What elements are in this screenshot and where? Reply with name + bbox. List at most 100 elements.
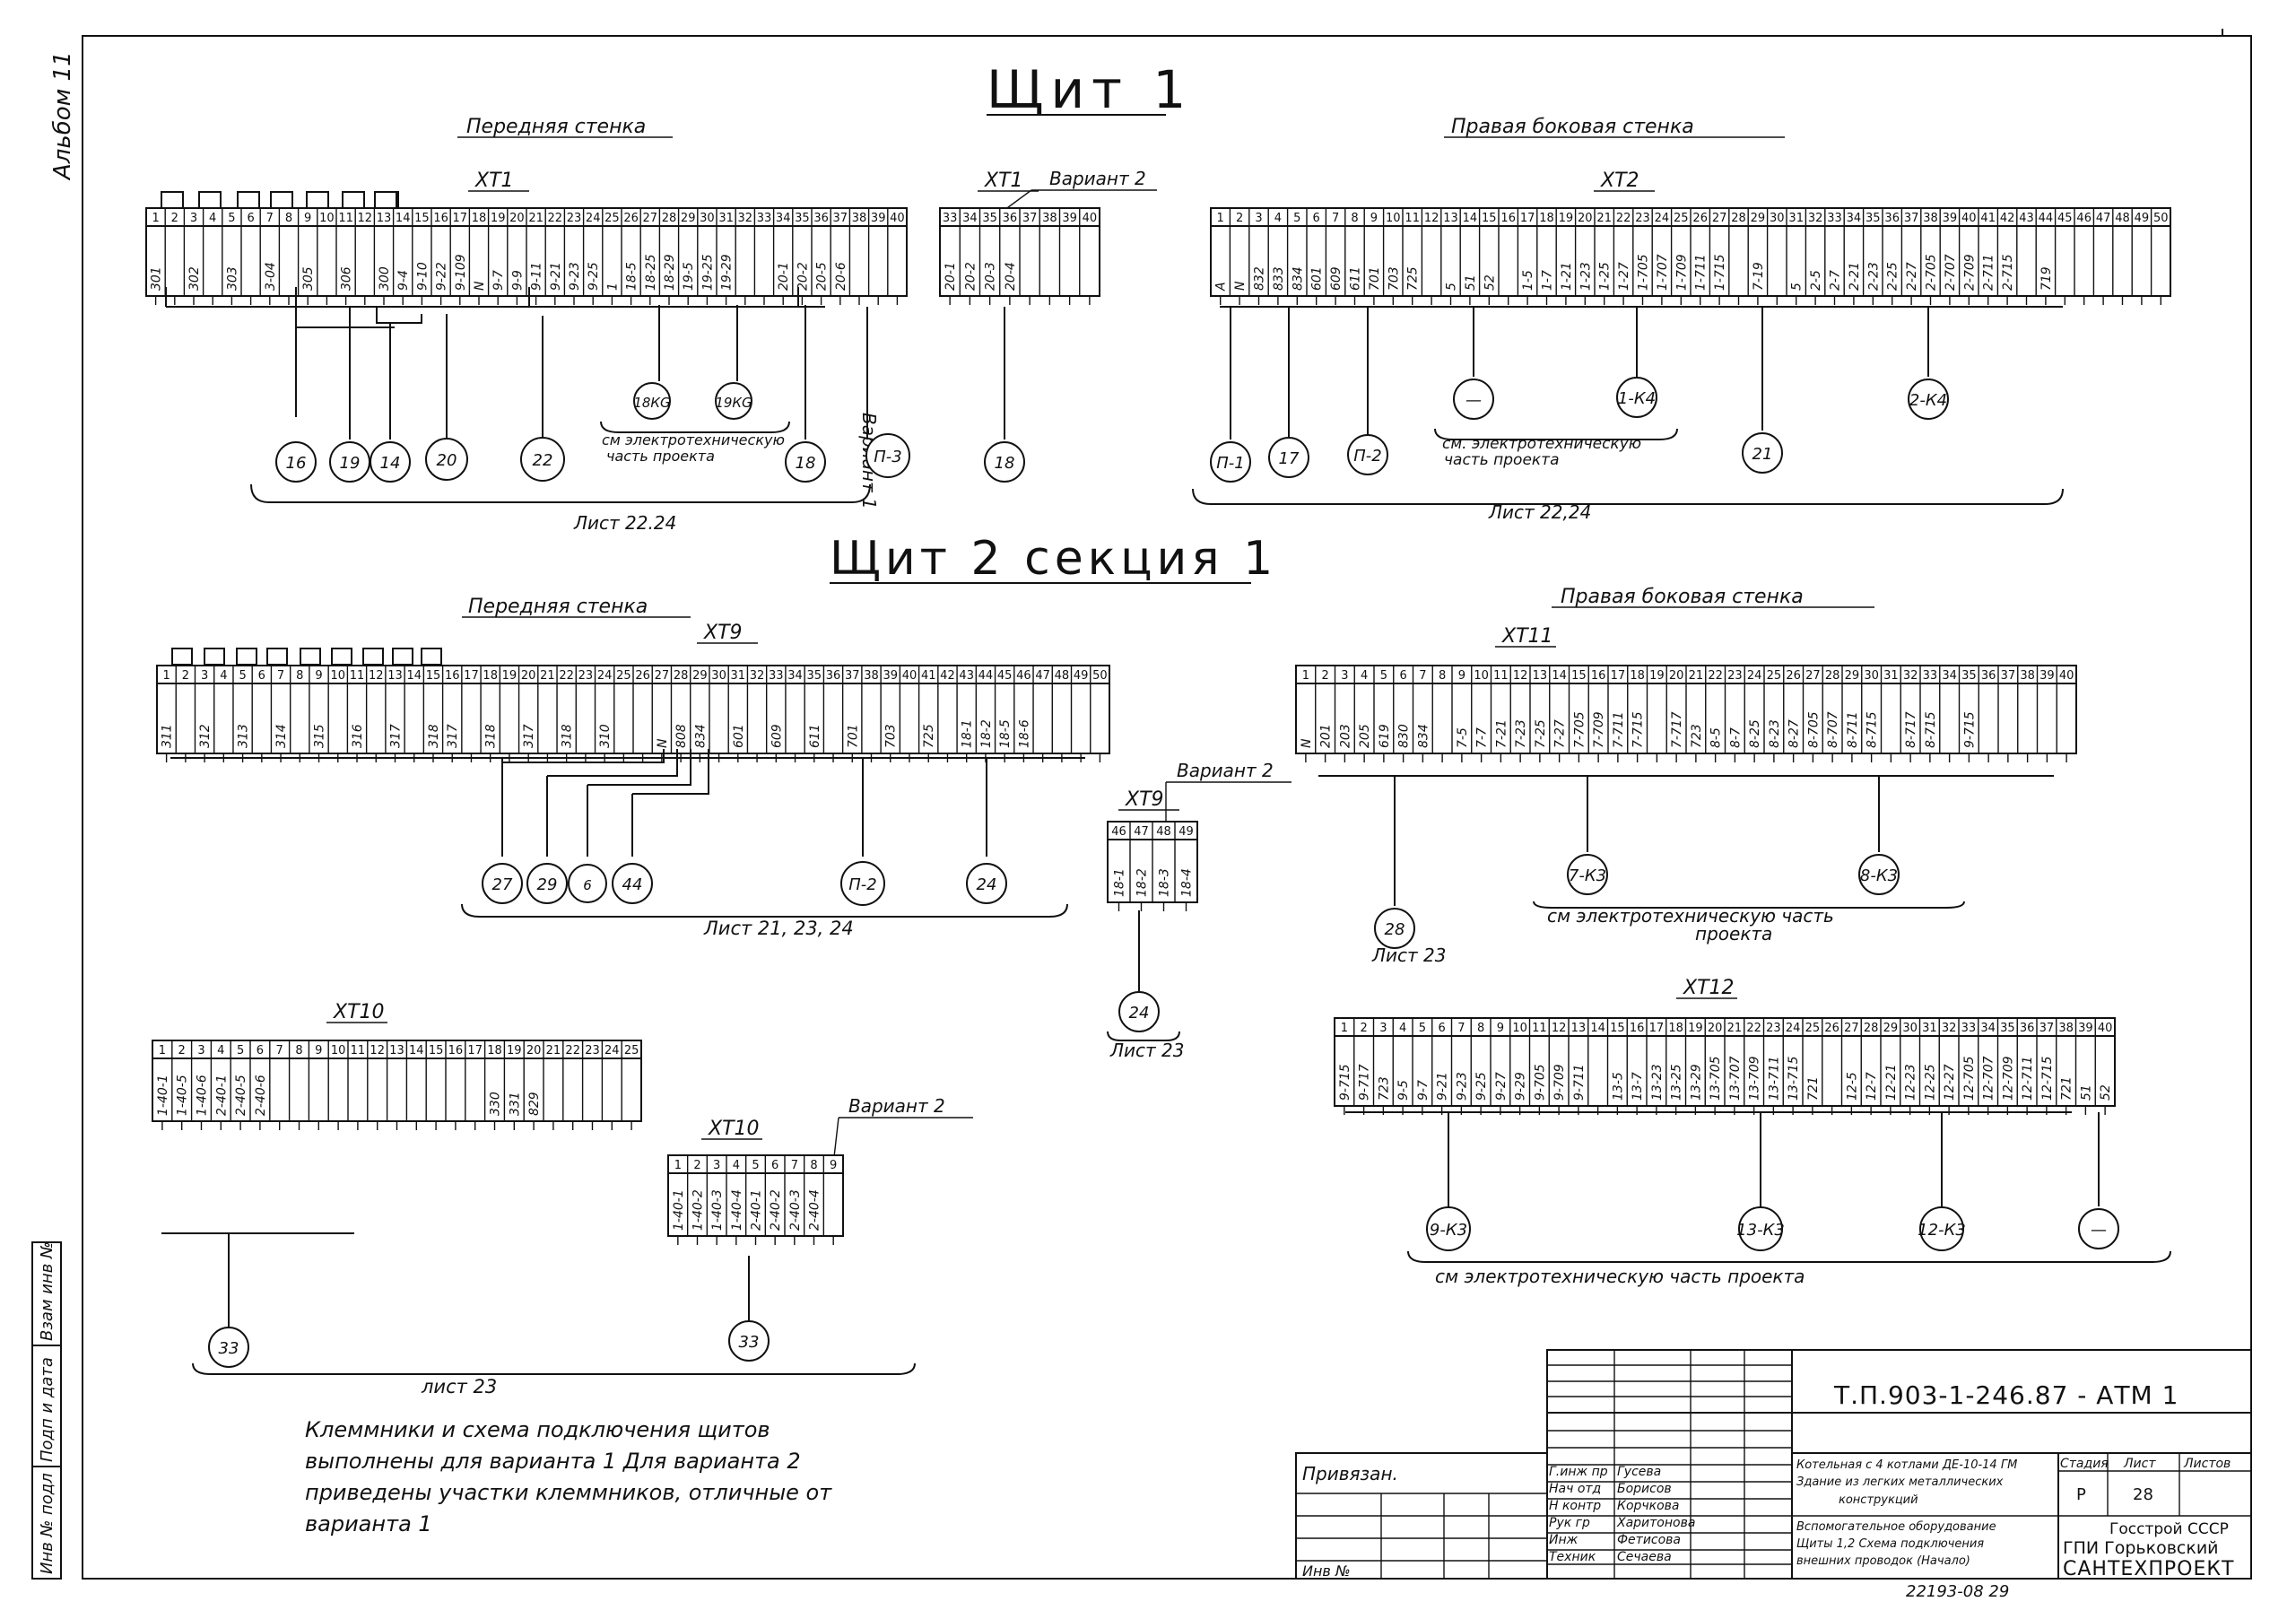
cable-label: 7-К3 xyxy=(1569,866,1606,885)
terminal-number: 44 xyxy=(978,669,994,683)
stamp-sheet-h: Лист xyxy=(2123,1457,2156,1471)
wire-label: 317 xyxy=(522,724,536,748)
wire-label: 18-6 xyxy=(1017,719,1031,748)
terminal-number: 17 xyxy=(1611,669,1626,683)
terminal-number: 36 xyxy=(1003,212,1018,225)
terminal-number: 36 xyxy=(826,669,841,683)
cable-marker-c8K3: 8-К3 xyxy=(1858,854,1900,895)
note-elec-short-1: см электротехническую xyxy=(602,431,785,448)
terminal-number: 27 xyxy=(643,212,658,225)
stamp-sheets-h: Листов xyxy=(2183,1457,2231,1471)
cable-marker-c1K4: 1-К4 xyxy=(1616,377,1657,418)
terminal-number: 4 xyxy=(1361,669,1368,683)
cable-label: 8-К3 xyxy=(1860,866,1898,885)
terminal-number: 21 xyxy=(546,1044,561,1058)
wire-label: 1-40-1 xyxy=(156,1075,170,1116)
terminal-number: 6 xyxy=(1313,212,1320,225)
terminal-number: 21 xyxy=(540,669,555,683)
wire-label: 1-40-3 xyxy=(710,1189,725,1231)
wire-label: 19-5 xyxy=(682,262,696,291)
terminal-number: 7 xyxy=(266,212,274,225)
terminal-number: 2 xyxy=(1360,1022,1367,1035)
terminal-number: 23 xyxy=(1766,1022,1781,1035)
wire-label: 7-711 xyxy=(1612,711,1626,748)
wire-label: 601 xyxy=(1310,266,1325,291)
wire-label: 611 xyxy=(808,724,822,748)
terminal-number: 24 xyxy=(604,1044,620,1058)
cable-label: — xyxy=(2091,1221,2107,1240)
terminal-number: 17 xyxy=(453,212,468,225)
terminal-number: 3 xyxy=(197,1044,204,1058)
wire-label: 203 xyxy=(1338,724,1352,748)
wire-label: 13-5 xyxy=(1611,1072,1625,1101)
wire-label: 1-711 xyxy=(1694,254,1709,291)
mounting-tab xyxy=(266,648,288,666)
cable-marker-c24b: 24 xyxy=(1118,991,1160,1032)
wire-label: 9-23 xyxy=(1455,1072,1469,1101)
wire-label: 609 xyxy=(1329,266,1344,291)
mounting-tab xyxy=(331,648,352,666)
terminal-number: 6 xyxy=(1438,1022,1445,1035)
terminal-number: 35 xyxy=(982,212,997,225)
cable-marker-c44: 44 xyxy=(612,863,653,904)
wire-label: 20-3 xyxy=(984,262,998,291)
terminal-number: 18 xyxy=(472,212,487,225)
wire-label: 701 xyxy=(1368,266,1382,291)
terminal-number: 36 xyxy=(2020,1022,2035,1035)
terminal-number: 49 xyxy=(2135,212,2150,225)
terminal-number: 10 xyxy=(1386,212,1401,225)
wire-label: 12-5 xyxy=(1845,1072,1859,1101)
terminal-number: 18 xyxy=(483,669,498,683)
terminal-number: 25 xyxy=(1805,1022,1821,1035)
terminal-number: 14 xyxy=(409,1044,424,1058)
terminal-number: 23 xyxy=(1727,669,1743,683)
wire-label: 8-5 xyxy=(1709,727,1724,748)
wire-label: 9-25 xyxy=(1474,1072,1489,1101)
terminal-number: 3 xyxy=(190,212,197,225)
wire-label: 1-25 xyxy=(1598,262,1613,291)
terminal-number: 38 xyxy=(852,212,867,225)
terminal-number: 32 xyxy=(1808,212,1823,225)
wire-label: 1-709 xyxy=(1674,254,1689,291)
stamp-role: Н контр xyxy=(1549,1499,1601,1513)
terminal-number: 20 xyxy=(1708,1022,1723,1035)
terminal-number: 8 xyxy=(810,1159,817,1172)
terminal-number: 31 xyxy=(1922,1022,1937,1035)
wire-label: 18-29 xyxy=(663,254,677,291)
wire-label: 830 xyxy=(1397,724,1412,748)
block-label-xt12: XT12 xyxy=(1683,977,1735,999)
terminal-number: 13 xyxy=(377,212,392,225)
terminal-number: 38 xyxy=(1042,212,1057,225)
terminal-number: 21 xyxy=(1596,212,1612,225)
terminal-number: 39 xyxy=(883,669,898,683)
wire-label: 20-5 xyxy=(815,262,830,291)
terminal-number: 14 xyxy=(396,212,411,225)
footnote-line-3: приведены участки клеммников, отличные о… xyxy=(305,1480,832,1505)
wire-label: 18-2 xyxy=(979,719,994,748)
terminal-number: 5 xyxy=(228,212,235,225)
wire-label: 1-23 xyxy=(1578,262,1593,291)
wire-label: 314 xyxy=(274,724,289,748)
terminal-number: 21 xyxy=(528,212,544,225)
terminal-number: 35 xyxy=(807,669,822,683)
terminal-number: 8 xyxy=(295,1044,302,1058)
stamp-desc1-c: конструкций xyxy=(1839,1493,1918,1507)
wire-label: 2-23 xyxy=(1866,262,1881,291)
wire-label: 719 xyxy=(2039,266,2054,291)
terminal-number: 49 xyxy=(1178,825,1194,839)
wire-label: 9-705 xyxy=(1533,1064,1547,1101)
wire-label: 13-705 xyxy=(1709,1056,1723,1101)
terminal-number: 41 xyxy=(1980,212,1996,225)
terminal-number: 17 xyxy=(1649,1022,1665,1035)
wire-label: 7-715 xyxy=(1631,711,1646,748)
section-title-shield2: Щит 2 секция 1 xyxy=(830,532,1277,586)
wire-label: 9-7 xyxy=(1416,1080,1431,1101)
mounting-tab xyxy=(362,648,384,666)
terminal-number: 18 xyxy=(1630,669,1645,683)
terminal-number: 10 xyxy=(319,212,335,225)
terminal-number: 33 xyxy=(1923,669,1938,683)
terminal-number: 12 xyxy=(1552,1022,1567,1035)
cable-marker-c18b: 18 xyxy=(984,441,1025,483)
